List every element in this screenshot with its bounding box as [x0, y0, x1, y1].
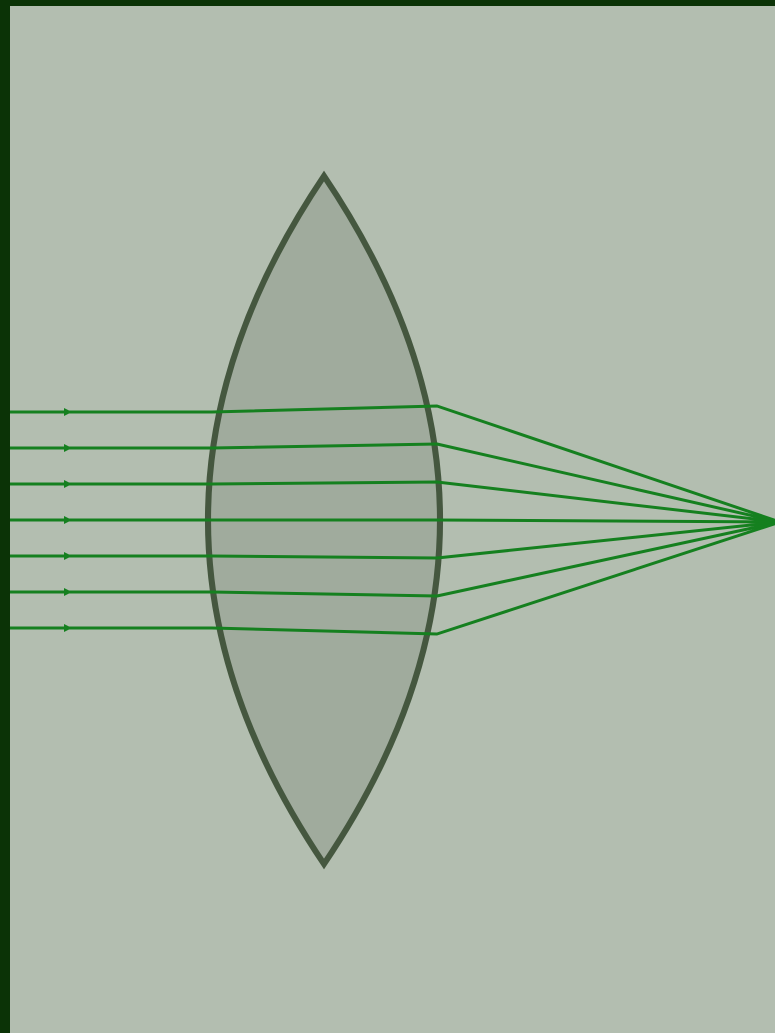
lens-ray-diagram: [0, 0, 775, 1033]
diagram-frame: [0, 0, 775, 1033]
